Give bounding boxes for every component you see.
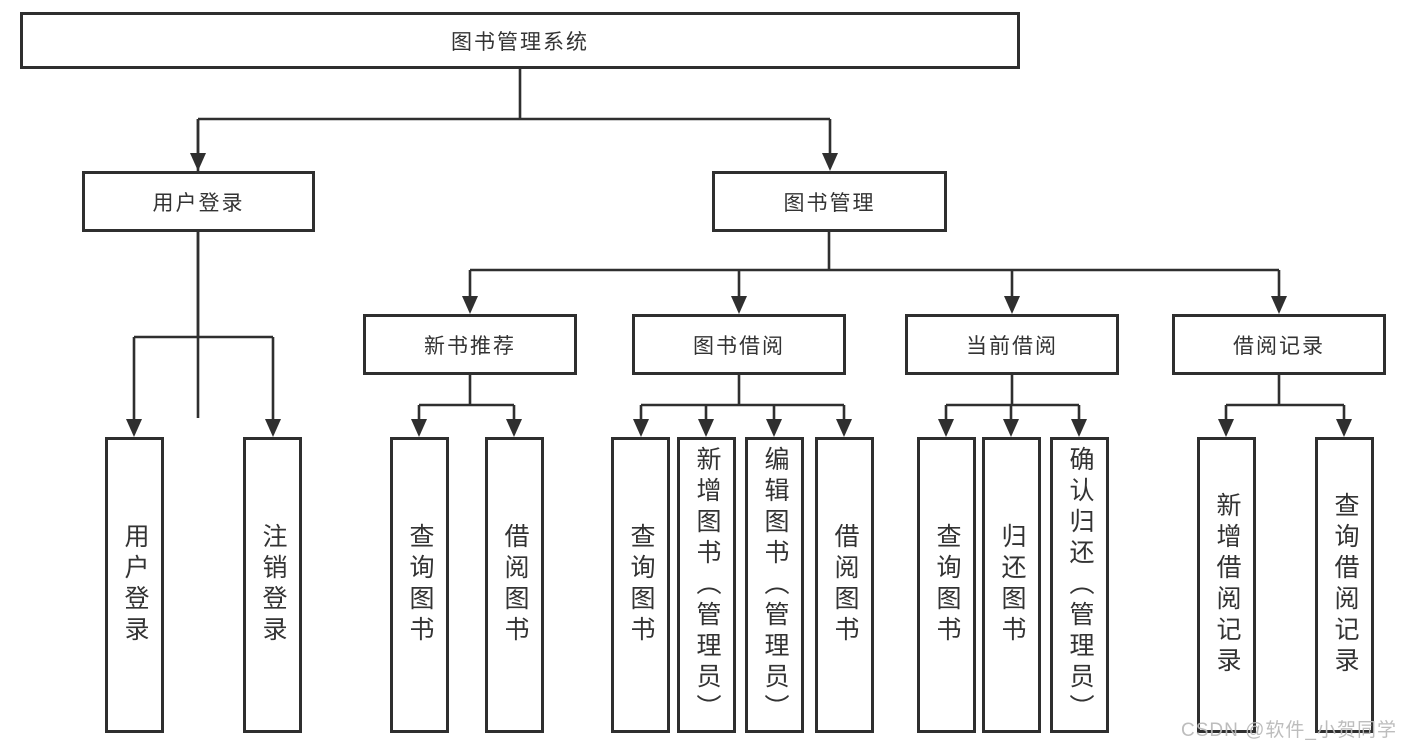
leaf-edit-book-admin: 编辑图书（管理员） — [745, 437, 804, 733]
node-label: 确认归还（管理员） — [1066, 445, 1094, 725]
node-borrowing-records: 借阅记录 — [1172, 314, 1386, 375]
node-book-borrowing: 图书借阅 — [632, 314, 846, 375]
leaf-query-books-recommend: 查询图书 — [390, 437, 449, 733]
leaf-query-books-borrow: 查询图书 — [611, 437, 670, 733]
leaf-query-borrow-record: 查询借阅记录 — [1315, 437, 1374, 733]
leaf-return-books: 归还图书 — [982, 437, 1041, 733]
node-label: 借阅图书 — [501, 523, 529, 647]
node-label: 新书推荐 — [424, 334, 516, 358]
leaf-add-borrow-record: 新增借阅记录 — [1197, 437, 1256, 733]
node-current-borrowing: 当前借阅 — [905, 314, 1119, 375]
node-label: 新增借阅记录 — [1213, 492, 1241, 678]
node-label: 用户登录 — [152, 191, 245, 215]
node-label: 借阅记录 — [1233, 334, 1325, 358]
node-label: 查询借阅记录 — [1331, 492, 1359, 678]
leaf-borrow-books: 借阅图书 — [815, 437, 874, 733]
node-label: 借阅图书 — [831, 523, 859, 647]
leaf-confirm-return-admin: 确认归还（管理员） — [1050, 437, 1109, 733]
leaf-query-books-current: 查询图书 — [917, 437, 976, 733]
node-label: 图书管理系统 — [451, 30, 589, 54]
node-label: 查询图书 — [933, 523, 961, 647]
node-label: 图书管理 — [783, 191, 876, 215]
csdn-watermark: CSDN @软件_小贺同学 — [1181, 720, 1397, 741]
leaf-add-book-admin: 新增图书（管理员） — [677, 437, 736, 733]
arrowheads — [126, 153, 1352, 437]
node-label: 图书借阅 — [693, 334, 785, 358]
node-user-login-branch: 用户登录 — [82, 171, 315, 232]
node-label: 用户登录 — [121, 523, 149, 647]
node-new-book-recommend: 新书推荐 — [363, 314, 577, 375]
leaf-borrow-books-recommend: 借阅图书 — [485, 437, 544, 733]
node-label: 新增图书（管理员） — [693, 445, 721, 725]
node-label: 查询图书 — [627, 523, 655, 647]
node-label: 查询图书 — [406, 523, 434, 647]
node-label: 归还图书 — [998, 523, 1026, 647]
node-book-management-system: 图书管理系统 — [20, 12, 1020, 69]
node-label: 当前借阅 — [966, 334, 1058, 358]
leaf-logout: 注销登录 — [243, 437, 302, 733]
node-label: 编辑图书（管理员） — [761, 445, 789, 725]
node-book-management: 图书管理 — [712, 171, 947, 232]
node-label: 注销登录 — [259, 523, 287, 647]
leaf-user-login: 用户登录 — [105, 437, 164, 733]
